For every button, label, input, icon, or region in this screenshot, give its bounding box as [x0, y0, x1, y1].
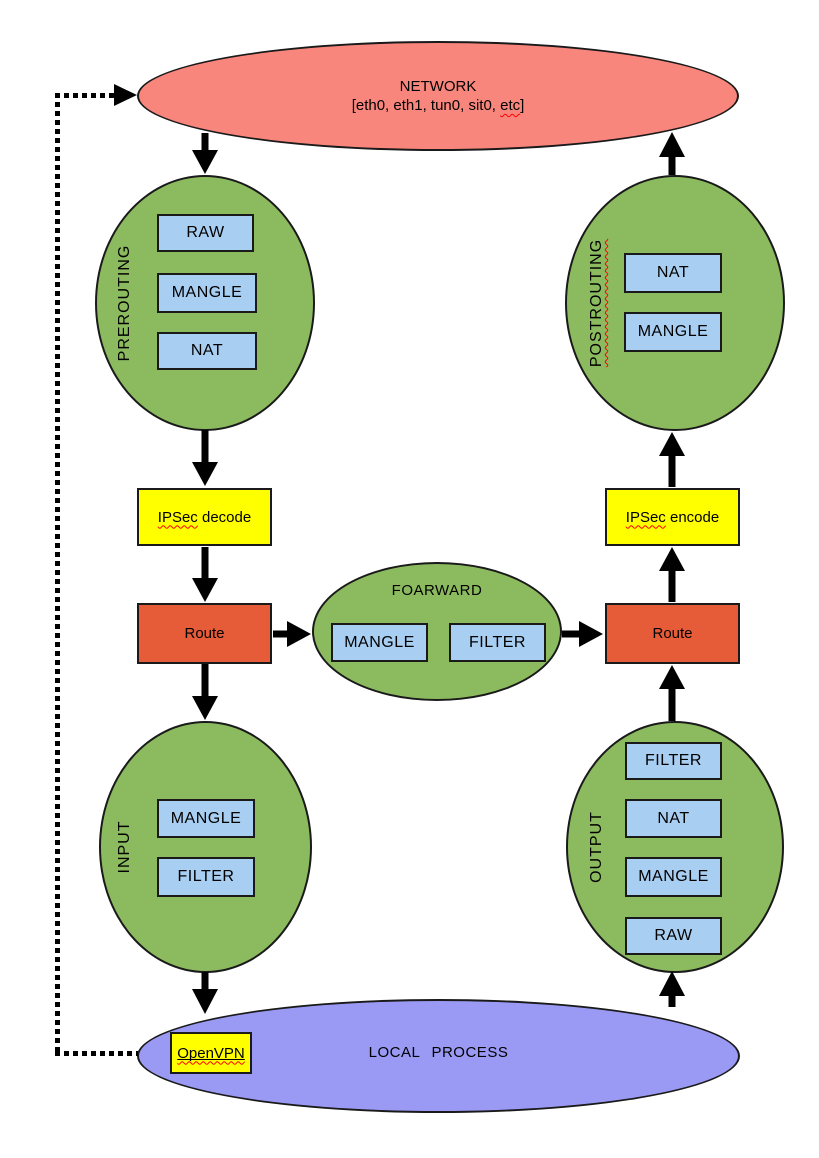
arrow-prerouting-to-ipsec-decode [192, 430, 218, 486]
prerouting-table-nat: NAT [157, 332, 257, 370]
output-table-nat: NAT [625, 799, 722, 838]
arrow-forward-to-route [562, 621, 603, 647]
prerouting-label: PREROUTING [116, 244, 133, 362]
ipsec-decode-word2: decode [201, 508, 252, 526]
network-devices-suffix: ] [520, 97, 525, 114]
arrow-output-to-route [659, 665, 685, 721]
arrow-ipsec-encode-to-postrouting [659, 432, 685, 487]
route-left-box: Route [137, 603, 272, 664]
ipsec-encode-box: IPSec encode [605, 488, 740, 546]
postrouting-table-nat: NAT [624, 253, 722, 293]
route-right-box: Route [605, 603, 740, 664]
dotted-line-bottom [55, 1051, 138, 1056]
openvpn-label-wrap: OpenVPN [177, 1045, 245, 1062]
arrow-ipsec-decode-to-route [192, 547, 218, 602]
output-table-mangle: MANGLE [625, 857, 722, 897]
ipsec-encode-word2: encode [669, 508, 720, 526]
arrow-local-process-to-output [659, 971, 685, 1007]
route-right-label: Route [652, 625, 693, 642]
prerouting-table-raw: RAW [157, 214, 254, 252]
input-table-mangle: MANGLE [157, 799, 255, 838]
network-devices-misspell: etc [500, 97, 521, 114]
input-label: INPUT [116, 820, 133, 874]
forward-table-filter: FILTER [449, 623, 546, 662]
output-table-raw: RAW [625, 917, 722, 955]
postrouting-ellipse [565, 175, 785, 431]
ipsec-decode-box: IPSec decode [137, 488, 272, 546]
network-title: NETWORK [399, 78, 477, 95]
dotted-line-top [55, 93, 117, 98]
output-table-filter: FILTER [625, 742, 722, 780]
arrow-route-to-forward [273, 621, 311, 647]
arrow-input-to-local-process [192, 972, 218, 1014]
ipsec-encode-label: IPSec encode [626, 509, 719, 526]
arrow-route-to-input [192, 664, 218, 720]
ipsec-encode-word1: IPSec [625, 508, 666, 526]
postrouting-label: POSTROUTING [588, 238, 605, 368]
dotted-line-vertical [55, 93, 60, 1053]
input-table-filter: FILTER [157, 857, 255, 897]
ipsec-decode-label: IPSec decode [158, 509, 251, 526]
arrow-route-to-ipsec-encode [659, 547, 685, 602]
dotted-line-arrowhead [114, 84, 137, 106]
output-label: OUTPUT [588, 811, 605, 883]
ipsec-decode-word1: IPSec [157, 508, 198, 526]
postrouting-table-mangle: MANGLE [624, 312, 722, 352]
network-devices: [eth0, eth1, tun0, sit0, etc] [352, 96, 525, 115]
route-left-label: Route [184, 625, 225, 642]
network-label: NETWORK [eth0, eth1, tun0, sit0, etc] [137, 41, 739, 151]
network-ellipse [137, 41, 739, 151]
openvpn-box: OpenVPN [170, 1032, 252, 1074]
prerouting-table-mangle: MANGLE [157, 273, 257, 313]
forward-label: FOARWARD [391, 582, 483, 599]
local-process-label: LOCAL PROCESS [368, 1044, 509, 1061]
openvpn-label: OpenVPN [177, 1044, 245, 1062]
forward-table-mangle: MANGLE [331, 623, 428, 662]
network-devices-prefix: [eth0, eth1, tun0, sit0, [351, 97, 501, 114]
